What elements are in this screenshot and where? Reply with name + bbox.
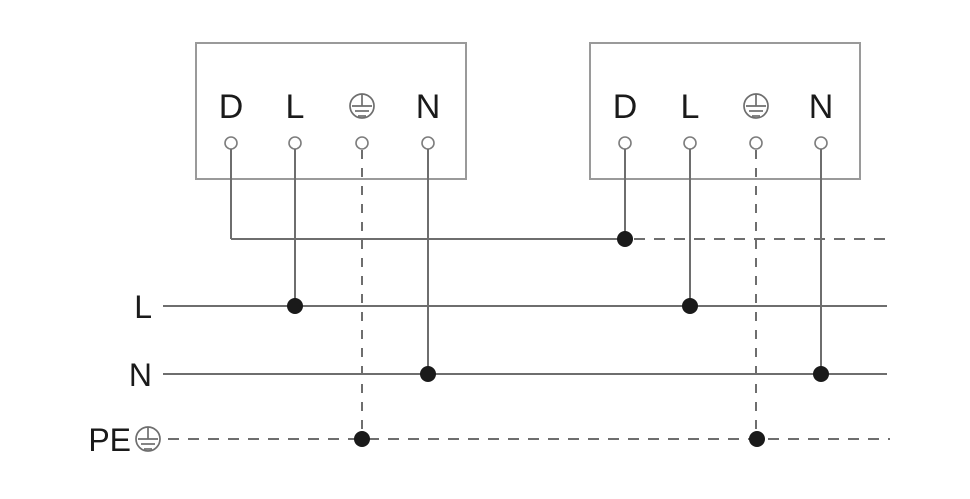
right-module-terminal-n[interactable] [814,136,828,150]
junction-dot-left-pe [354,431,370,447]
left-module: D L N [195,42,467,180]
right-module-terminal-pe[interactable] [749,136,763,150]
left-module-terminal-label-n: N [416,88,441,126]
right-module-terminal-label-d: D [613,88,638,126]
right-module-terminal-label-l: L [681,88,700,126]
junction-dot-left-n [420,366,436,382]
pe-bus-earth-icon [135,426,161,452]
left-module-box [195,42,467,180]
right-module-terminal-d[interactable] [618,136,632,150]
right-module-earth-icon [743,93,769,119]
left-module-earth-icon [349,93,375,119]
left-module-terminal-d[interactable] [224,136,238,150]
right-module-terminal-label-n: N [809,88,834,126]
left-module-terminal-n[interactable] [421,136,435,150]
right-module-terminal-l[interactable] [683,136,697,150]
junction-dot-right-n [813,366,829,382]
junction-dot-right-d [617,231,633,247]
right-module: D L N [589,42,861,180]
junction-dot-left-l [287,298,303,314]
junction-dot-right-l [682,298,698,314]
left-module-terminal-pe[interactable] [355,136,369,150]
left-module-terminal-l[interactable] [288,136,302,150]
junction-dot-right-pe [749,431,765,447]
left-module-terminal-label-d: D [219,88,244,126]
l-bus-label: L [134,289,152,325]
n-bus-label: N [129,357,152,393]
right-module-box [589,42,861,180]
left-module-terminal-label-l: L [286,88,305,126]
pe-bus-label: PE [88,422,131,458]
